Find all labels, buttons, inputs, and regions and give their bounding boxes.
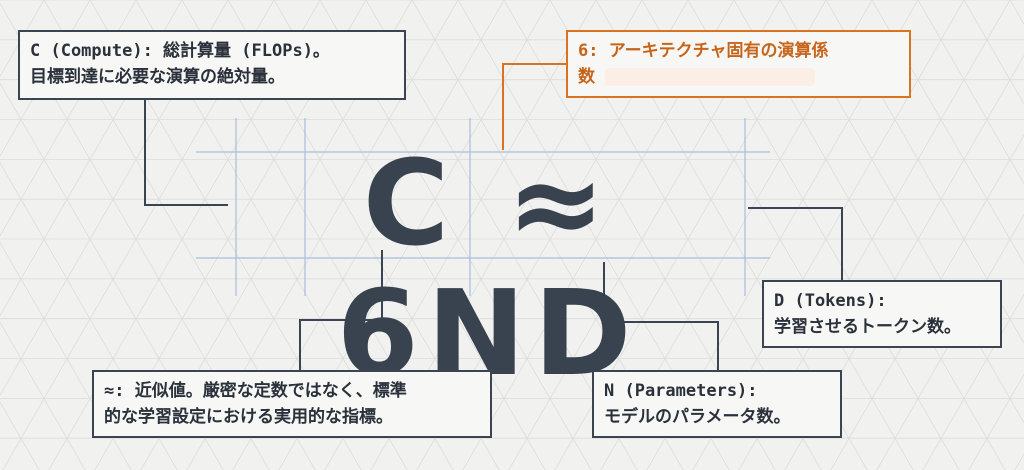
tokens-annotation: D (Tokens): 学習させるトークン数。 [762,280,1002,348]
parameters-annotation: N (Parameters): モデルのパラメータ数。 [592,370,842,438]
coefficient-line1: 6: アーキテクチャ固有の演算係 [578,41,829,61]
approx-annotation: ≈: 近似値。厳密な定数ではなく、標準 的な学習設定における実用的な指標。 [92,370,492,438]
approx-line1: ≈: 近似値。厳密な定数ではなく、標準 [104,381,407,401]
coefficient-annotation: 6: アーキテクチャ固有の演算係 数 [566,30,911,98]
parameters-line2: モデルのパラメータ数。 [604,407,791,427]
coefficient-line2: 数 [578,67,595,87]
tokens-line1: D (Tokens): [774,291,887,311]
highlight-swatch [605,68,815,86]
compute-line1: C (Compute): 総計算量 (FLOPs)。 [30,41,330,61]
compute-annotation: C (Compute): 総計算量 (FLOPs)。 目標到達に必要な演算の絶対… [18,30,406,100]
tokens-line2: 学習させるトークン数。 [774,317,961,337]
compute-line2: 目標到達に必要な演算の絶対量。 [30,67,285,87]
formula-text: C ≈ 6ND [336,134,640,402]
approx-line2: 的な学習設定における実用的な指標。 [104,407,393,427]
parameters-line1: N (Parameters): [604,381,758,401]
